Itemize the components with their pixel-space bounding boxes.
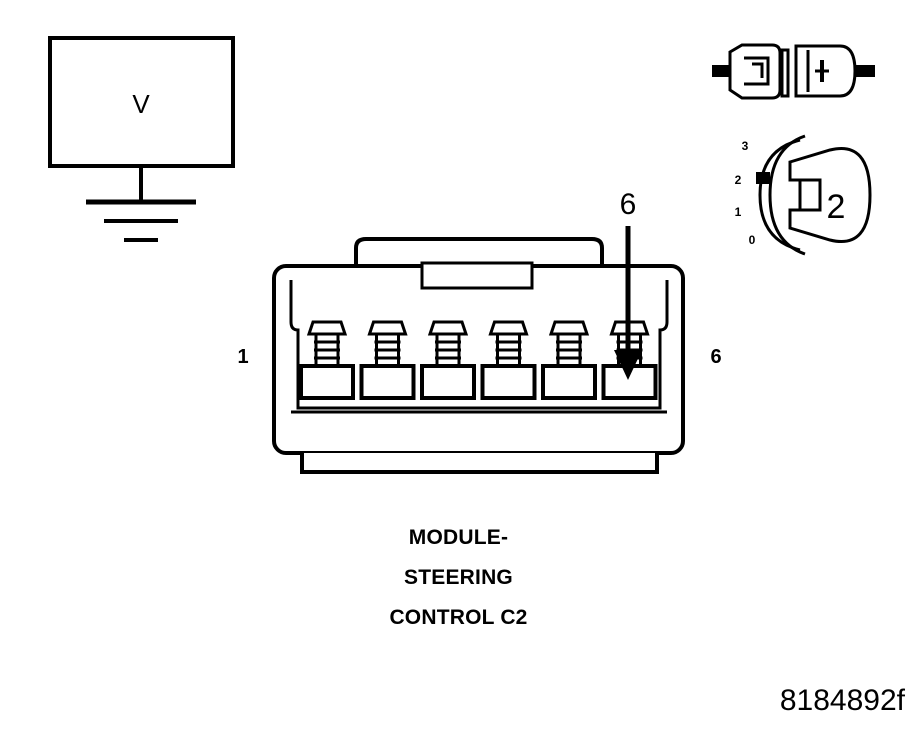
ground-symbol-icon (86, 199, 196, 242)
terminal-4 (480, 320, 537, 400)
ignition-switch-icon: 3 2 1 0 2 (735, 134, 872, 256)
figure-id: 8184892f (779, 684, 905, 717)
terminal-3 (420, 320, 476, 400)
caption-line-2: STEERING (404, 566, 513, 589)
voltmeter: V (48, 36, 235, 242)
ignition-key-label: 2 (827, 188, 846, 226)
probe-arrow-icon (614, 226, 642, 380)
voltmeter-symbol: V (132, 89, 150, 119)
terminal-1 (299, 320, 355, 400)
caption-line-1: MODULE- (408, 526, 509, 549)
ignition-position-0: 0 (749, 233, 756, 247)
pin-label-right: 6 (710, 346, 721, 368)
connector-terminals (299, 320, 658, 400)
terminal-2 (359, 320, 416, 400)
disconnect-connector-icon (712, 43, 875, 100)
probe-pin-label: 6 (620, 188, 637, 221)
ignition-position-2: 2 (735, 173, 742, 187)
terminal-5 (541, 320, 597, 400)
caption-line-3: CONTROL C2 (389, 606, 528, 629)
pin-label-left: 1 (237, 346, 248, 368)
ignition-position-1: 1 (735, 205, 742, 219)
connector-c2 (272, 237, 685, 474)
ignition-position-3: 3 (742, 139, 749, 153)
